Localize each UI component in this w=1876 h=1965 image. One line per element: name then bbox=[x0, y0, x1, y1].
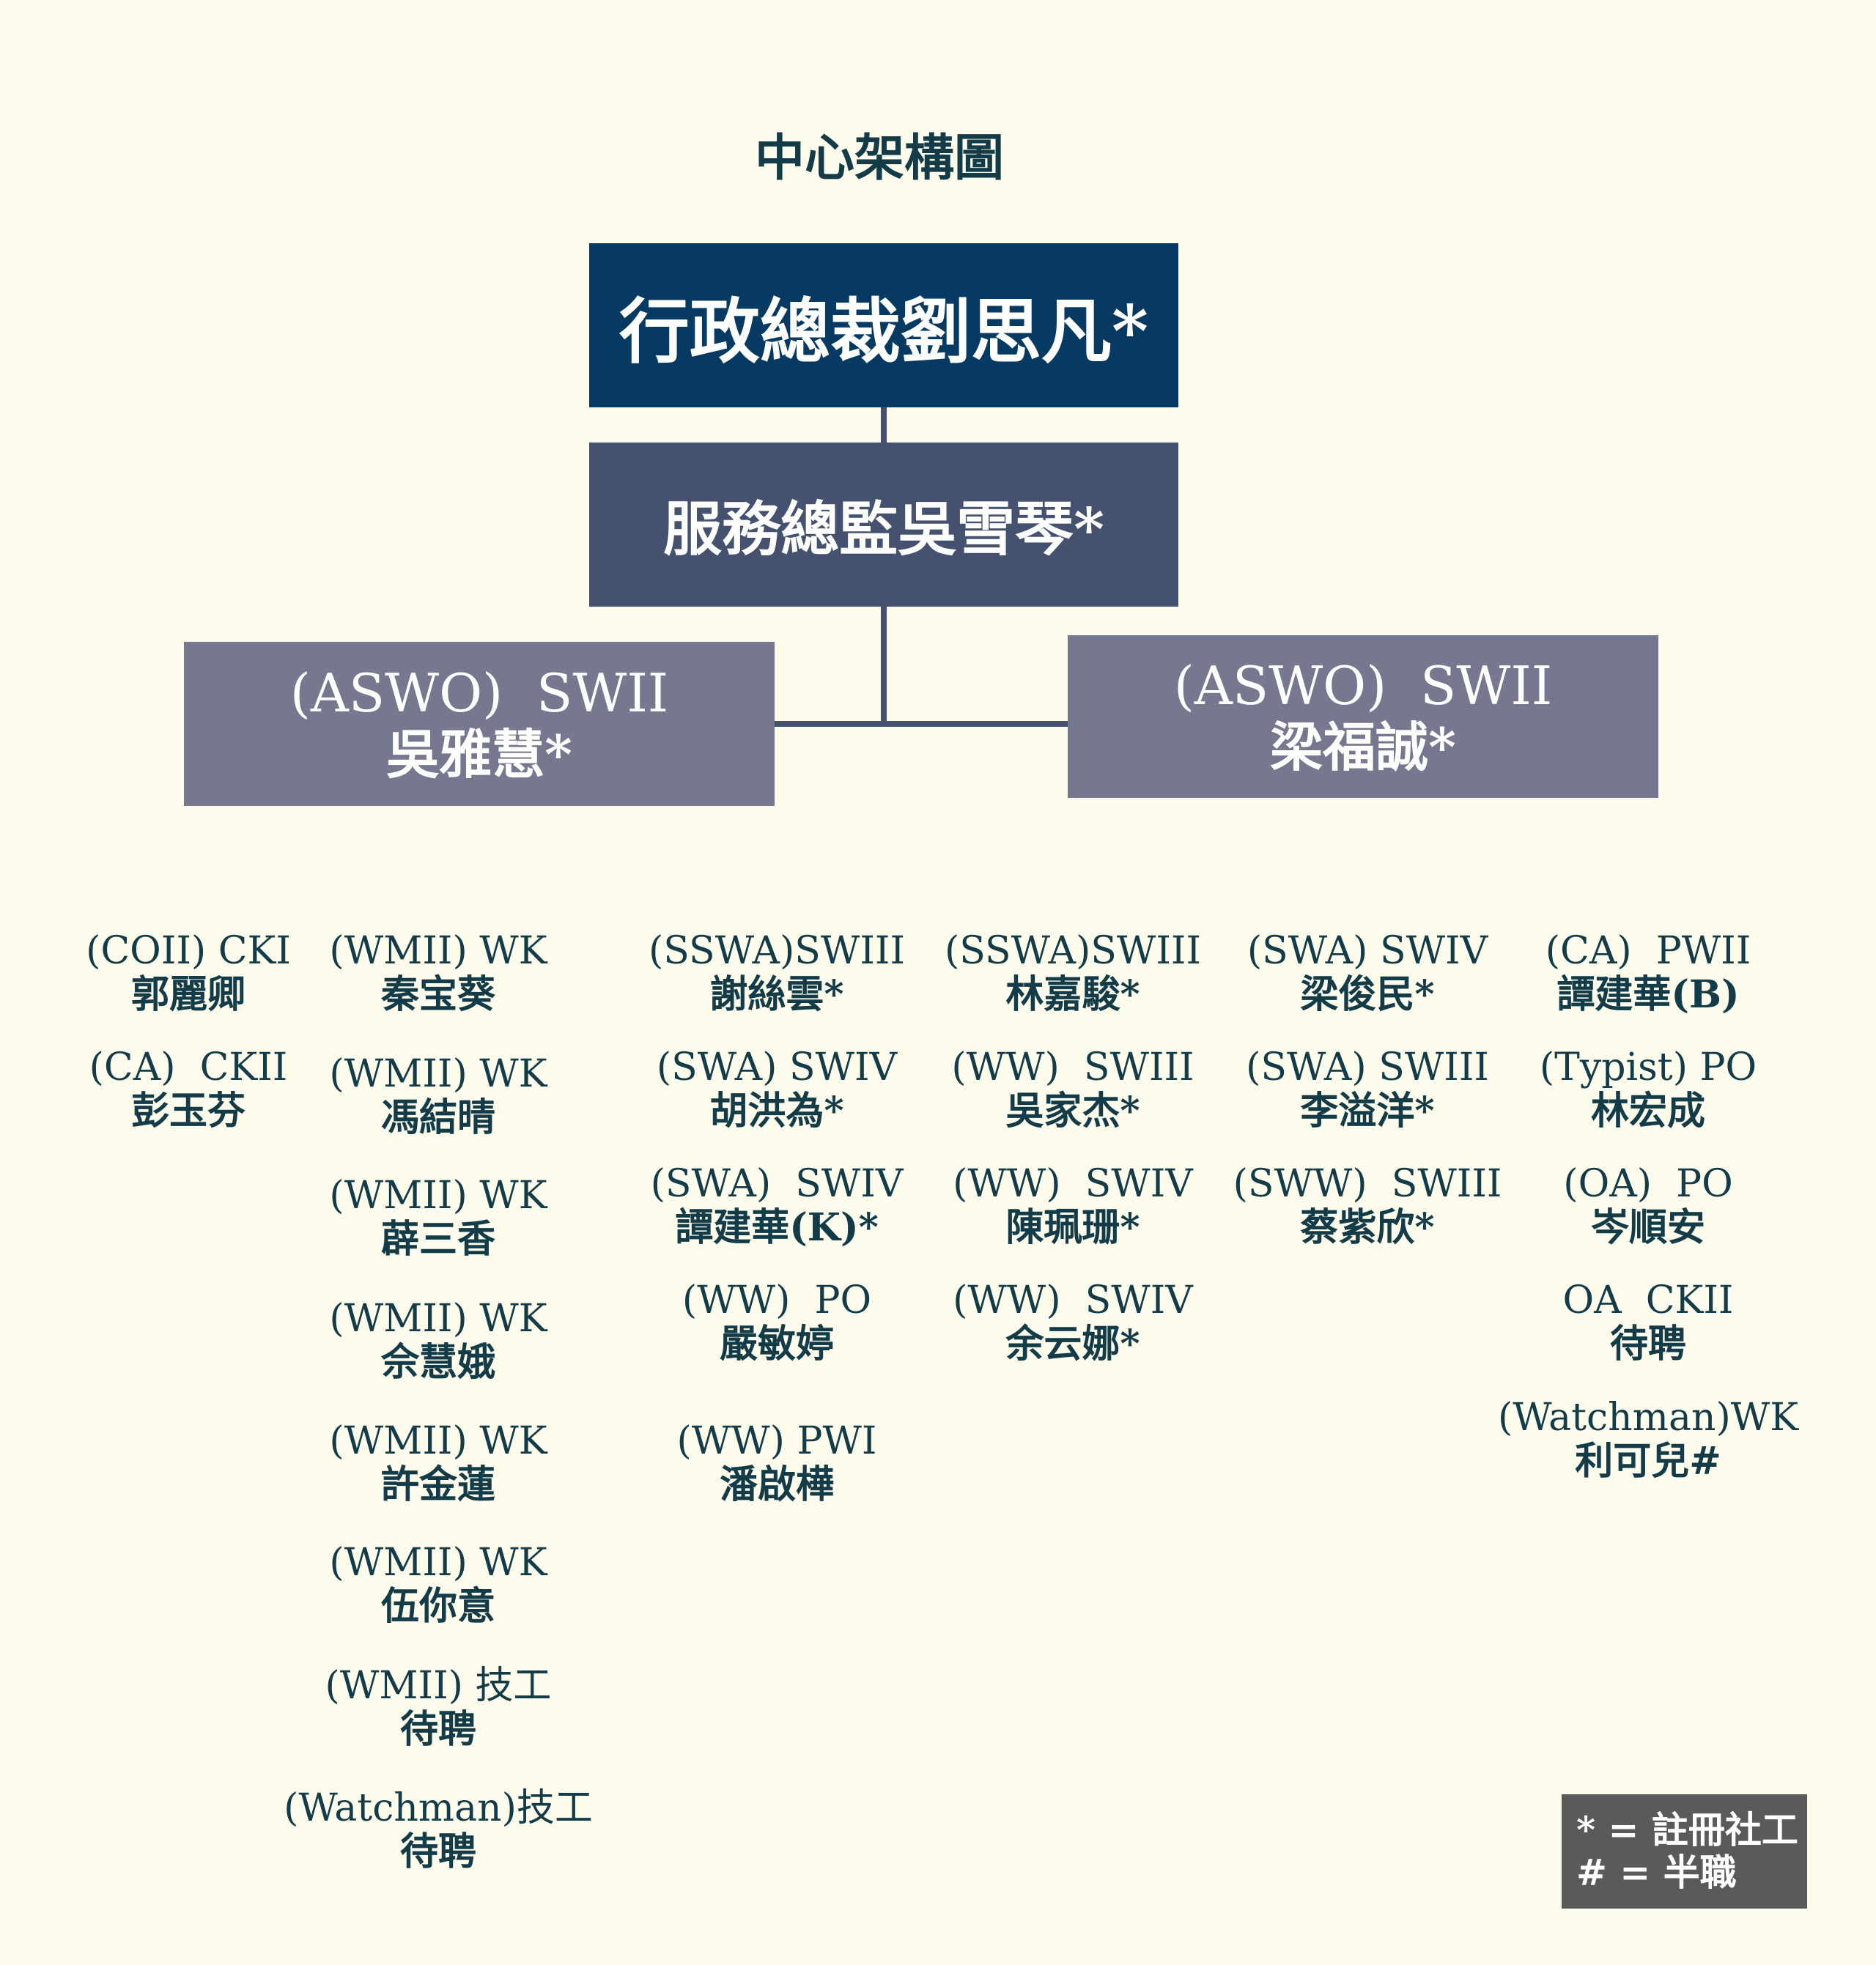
staff-role: (WW) SWIV bbox=[953, 1278, 1193, 1322]
staff-role: (WMII) WK bbox=[329, 1174, 547, 1218]
staff-entry: (WMII) 技工待聘 bbox=[248, 1664, 629, 1752]
staff-name: 利可兒# bbox=[1575, 1439, 1721, 1484]
connector-ceo-director bbox=[881, 407, 887, 443]
staff-name: 謝絲雲* bbox=[709, 972, 844, 1017]
connector-director-down bbox=[881, 607, 887, 727]
staff-role: (CA) CKII bbox=[89, 1046, 288, 1089]
staff-name: 待聘 bbox=[399, 1707, 476, 1752]
staff-name: 馮結晴 bbox=[380, 1095, 495, 1140]
chart-title: 中心架構圖 bbox=[754, 129, 1004, 188]
staff-role: (WW) PO bbox=[682, 1278, 872, 1322]
staff-name: 蔡紫欣* bbox=[1300, 1205, 1435, 1250]
staff-entry: (Watchman)技工待聘 bbox=[248, 1786, 629, 1874]
staff-name: 譚建華(K)* bbox=[675, 1205, 879, 1250]
staff-name: 梁俊民* bbox=[1300, 972, 1435, 1017]
staff-name: 彭玉芬 bbox=[130, 1089, 245, 1133]
staff-name: 譚建華(B) bbox=[1556, 972, 1740, 1017]
staff-name: 秦宝葵 bbox=[380, 972, 495, 1017]
supervisor-name: 梁福誠* bbox=[1270, 716, 1456, 778]
legend-item-registered: * = 註冊社工 bbox=[1576, 1808, 1798, 1851]
staff-role: (SWA) SWIII bbox=[1246, 1046, 1489, 1089]
staff-name: 待聘 bbox=[399, 1829, 476, 1874]
staff-role: (WMII) WK bbox=[329, 1541, 547, 1585]
staff-name: 胡洪為* bbox=[709, 1089, 844, 1133]
staff-name: 待聘 bbox=[1609, 1322, 1686, 1366]
ceo-label: 行政總裁劉思凡* bbox=[618, 289, 1149, 373]
supervisor-name: 吳雅慧* bbox=[386, 723, 572, 785]
staff-name: 薜三香 bbox=[380, 1217, 495, 1262]
staff-role: (WMII) WK bbox=[329, 1052, 547, 1096]
staff-name: 余云娜* bbox=[1005, 1322, 1140, 1366]
staff-role: (WW) SWIII bbox=[951, 1046, 1194, 1089]
staff-role: (COII) CKI bbox=[86, 929, 291, 973]
staff-role: (SWA) SWIV bbox=[650, 1162, 904, 1206]
staff-name: 林嘉駿* bbox=[1005, 972, 1140, 1017]
staff-role: (WW) SWIV bbox=[953, 1162, 1193, 1206]
staff-name: 佘慧娥 bbox=[380, 1340, 495, 1385]
staff-role: (CA) PWII bbox=[1545, 929, 1751, 973]
staff-role: (Watchman)WK bbox=[1497, 1396, 1799, 1440]
staff-role: (WMII) 技工 bbox=[325, 1664, 552, 1708]
staff-role: (SWW) SWIII bbox=[1233, 1162, 1502, 1206]
supervisor-box-left: (ASWO) SWII 吳雅慧* bbox=[184, 642, 775, 806]
connector-horizontal bbox=[775, 721, 1068, 727]
director-label: 服務總監吳雪琴* bbox=[663, 495, 1104, 563]
staff-role: (WMII) WK bbox=[329, 1419, 547, 1463]
supervisor-role: (ASWO) SWII bbox=[289, 662, 669, 724]
director-box: 服務總監吳雪琴* bbox=[589, 443, 1178, 607]
legend-item-part-time: # = 半職 bbox=[1576, 1851, 1737, 1894]
staff-role: (WMII) WK bbox=[329, 929, 547, 973]
staff-role: (WMII) WK bbox=[329, 1297, 547, 1341]
staff-role: (Typist) PO bbox=[1539, 1046, 1757, 1089]
staff-name: 吳家杰* bbox=[1005, 1089, 1140, 1133]
staff-name: 伍你意 bbox=[380, 1584, 495, 1629]
staff-role: (SSWA)SWIII bbox=[648, 929, 905, 973]
staff-name: 林宏成 bbox=[1590, 1089, 1705, 1133]
staff-name: 郭麗卿 bbox=[130, 972, 245, 1017]
staff-name: 李溢洋* bbox=[1300, 1089, 1435, 1133]
staff-role: (SSWA)SWIII bbox=[944, 929, 1201, 973]
supervisor-box-right: (ASWO) SWII 梁福誠* bbox=[1068, 635, 1658, 798]
staff-name: 陳珮珊* bbox=[1005, 1205, 1140, 1250]
staff-name: 潘啟樺 bbox=[719, 1462, 834, 1507]
staff-role: (Watchman)技工 bbox=[284, 1786, 593, 1830]
ceo-box: 行政總裁劉思凡* bbox=[589, 243, 1178, 407]
staff-name: 岑順安 bbox=[1590, 1205, 1705, 1250]
staff-name: 嚴敏婷 bbox=[719, 1322, 834, 1366]
staff-name: 許金蓮 bbox=[380, 1462, 495, 1507]
staff-role: (SWA) SWIV bbox=[1247, 929, 1488, 973]
legend: * = 註冊社工 # = 半職 bbox=[1562, 1794, 1807, 1909]
staff-role: (OA) PO bbox=[1563, 1162, 1733, 1206]
staff-role: OA CKII bbox=[1562, 1278, 1734, 1322]
staff-role: (WW) PWI bbox=[676, 1419, 877, 1463]
supervisor-role: (ASWO) SWII bbox=[1173, 655, 1553, 717]
staff-role: (SWA) SWIV bbox=[656, 1046, 898, 1089]
